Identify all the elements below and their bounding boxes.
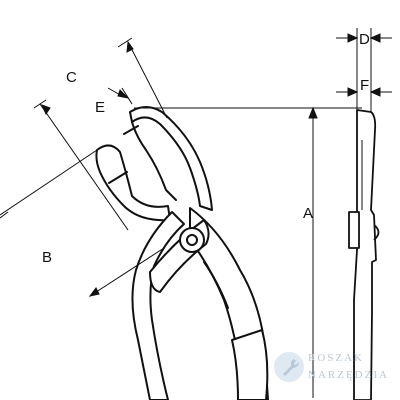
upper-jaw bbox=[129, 106, 213, 211]
label-a: A bbox=[303, 205, 313, 222]
watermark-text: ROSZAK NARZĘDZIA bbox=[308, 350, 389, 384]
watermark-line-2: NARZĘDZIA bbox=[308, 369, 389, 381]
watermark-line-1: ROSZAK bbox=[308, 352, 365, 364]
dimension-c-line bbox=[127, 41, 168, 119]
dimension-lines bbox=[0, 28, 392, 398]
side-view-pivot bbox=[348, 211, 360, 249]
label-b: B bbox=[42, 249, 52, 266]
dimension-b-line bbox=[0, 147, 101, 216]
label-c: C bbox=[66, 69, 77, 86]
side-view-rivet bbox=[373, 224, 380, 241]
pivot-bolt bbox=[179, 227, 205, 253]
label-e: E bbox=[95, 99, 105, 116]
label-d: D bbox=[359, 31, 370, 48]
label-f: F bbox=[360, 77, 369, 94]
grip-sleeve bbox=[231, 329, 269, 400]
pliers-side-view bbox=[348, 109, 380, 400]
lower-jaw bbox=[95, 144, 171, 222]
wrench-icon bbox=[274, 352, 304, 382]
lower-handle bbox=[131, 211, 185, 400]
dimension-a-arrow bbox=[308, 106, 318, 119]
pliers-front-view bbox=[95, 106, 269, 400]
side-view-outline bbox=[353, 109, 377, 400]
